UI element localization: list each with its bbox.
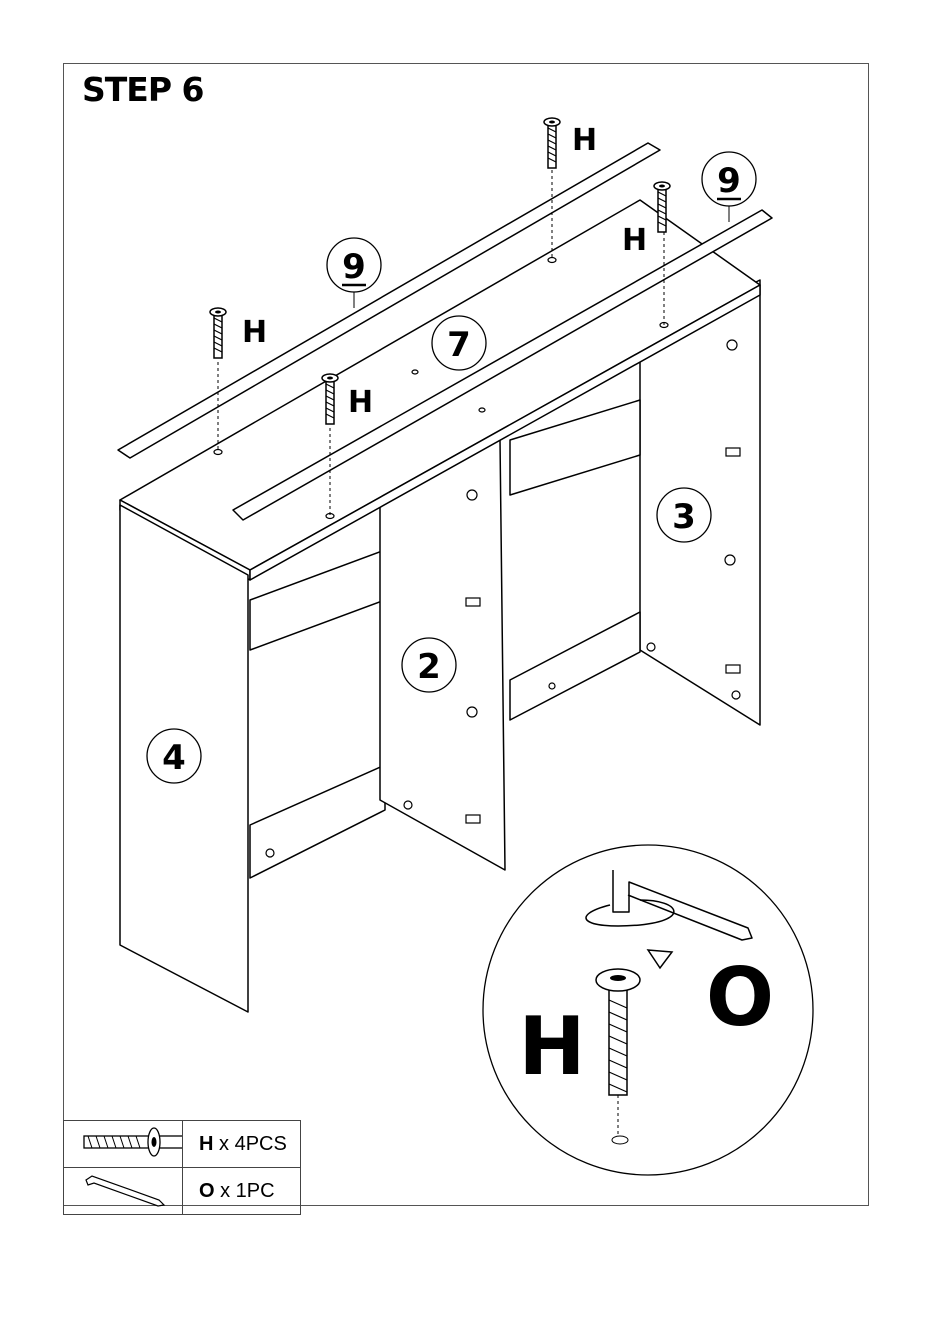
allen-key-icon — [64, 1168, 182, 1210]
parts-label-o: O x 1PC — [183, 1168, 301, 1215]
label-rail-left: 9 — [342, 247, 366, 287]
parts-code: H — [199, 1133, 213, 1155]
parts-code: O — [199, 1180, 215, 1202]
label-top-panel: 7 — [447, 325, 471, 365]
label-middle-panel: 2 — [417, 647, 441, 687]
parts-qty: x 1PC — [220, 1180, 274, 1202]
screw-icon — [64, 1121, 182, 1163]
parts-list: H x 4PCS O x 1PC — [63, 1120, 301, 1215]
label-left-panel: 4 — [162, 738, 186, 778]
label-right-panel: 3 — [672, 497, 696, 537]
parts-icon-cell — [64, 1168, 183, 1215]
parts-icon-cell — [64, 1121, 183, 1168]
screw-h-1 — [210, 308, 226, 358]
screw-label-2: H — [348, 385, 373, 420]
back-rail-bottom — [510, 612, 640, 720]
parts-qty: x 4PCS — [219, 1133, 287, 1155]
screw-label-3: H — [572, 123, 597, 158]
front-rail-bottom — [250, 765, 385, 878]
detail-label-screw: H — [519, 1000, 586, 1093]
parts-label-h: H x 4PCS — [183, 1121, 301, 1168]
parts-row: O x 1PC — [64, 1168, 301, 1215]
detail-inset: H O — [483, 845, 813, 1175]
screw-label-1: H — [242, 315, 267, 350]
parts-row: H x 4PCS — [64, 1121, 301, 1168]
label-rail-right: 9 — [717, 161, 741, 201]
detail-label-tool: O — [706, 951, 774, 1044]
screw-h-3 — [544, 118, 560, 168]
screw-label-4: H — [622, 223, 647, 258]
